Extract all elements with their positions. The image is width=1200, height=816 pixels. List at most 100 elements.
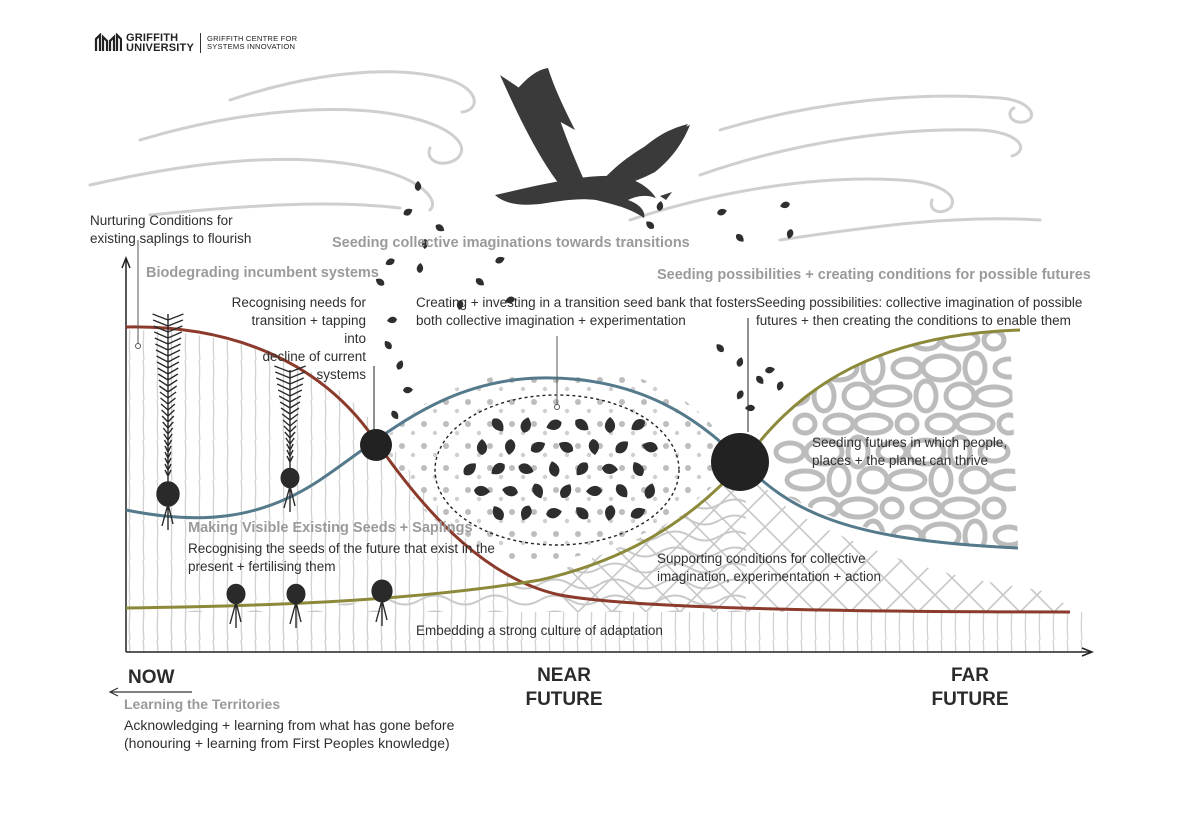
seed-icon (435, 224, 445, 232)
seed-icon (736, 390, 744, 400)
seed-icon (495, 256, 505, 264)
wind-swirl-icon (628, 177, 954, 222)
seed-icon (642, 442, 658, 453)
seeding-possibilities-label: Seeding possibilities: collective imagin… (756, 295, 1083, 328)
learning-territories-heading: Learning the Territories (124, 696, 281, 712)
seed-icon (520, 505, 532, 521)
seed-icon (756, 375, 764, 384)
seed-icon (502, 486, 518, 497)
now-label: NOW (128, 667, 175, 688)
seed-icon (530, 441, 546, 453)
eagle-icon (495, 68, 690, 218)
supporting-conditions-label: Supporting conditions for collective ima… (657, 551, 882, 584)
seed-icon (385, 258, 395, 266)
making-visible-heading: Making Visible Existing Seeds + Saplings (188, 520, 473, 536)
seed-icon (414, 181, 422, 191)
first-horizon-curve (125, 325, 1071, 614)
seed-icon (391, 410, 399, 420)
seed-icon (474, 485, 490, 497)
seed-icon (505, 439, 516, 455)
biodegrading-heading: Biodegrading incumbent systems (146, 265, 379, 281)
seed-icon (546, 419, 562, 430)
seed-icon (520, 417, 531, 433)
seed-icon (491, 462, 505, 475)
far-future-label: FAR FUTURE (931, 665, 1009, 710)
seed-icon (615, 484, 628, 498)
seed-icon (765, 366, 775, 374)
seed-icon (656, 201, 664, 211)
seed-icon (632, 462, 644, 477)
seed-icon (604, 417, 616, 433)
third-horizon-curve (125, 328, 1021, 610)
transition-node-small (360, 429, 392, 461)
seed-icon (615, 441, 628, 454)
transition-node-large (711, 433, 769, 491)
seed-icon (786, 229, 794, 239)
seed-icon (560, 484, 572, 498)
griffith-logo: GRIFFITH UNIVERSITY GRIFFITH CENTRE FOR … (94, 32, 297, 54)
seed-icon (630, 507, 646, 519)
seed-icon (416, 263, 424, 273)
seed-icon (735, 234, 744, 242)
seed-icon (456, 300, 464, 310)
seed-icon (588, 439, 599, 455)
seed-icon (491, 418, 504, 432)
seed-icon (745, 404, 755, 412)
sapling-icon (152, 313, 184, 530)
seed-icon (575, 418, 589, 431)
recognising-seeds-label: Recognising the seeds of the future that… (188, 541, 495, 574)
sapling-icon (371, 579, 393, 626)
seed-icon (576, 507, 589, 520)
seed-icon (780, 201, 790, 209)
seed-icon (375, 278, 385, 286)
seed-icon (463, 463, 476, 476)
seed-icon (776, 381, 784, 391)
seed-icon (549, 461, 560, 477)
seed-icon (492, 506, 504, 520)
seed-icon (717, 208, 727, 216)
sapling-icon (274, 365, 306, 512)
wind-swirl-icon (718, 94, 1034, 132)
wind-swirl-icon (88, 157, 434, 212)
seed-icon (646, 221, 655, 229)
seed-icon (736, 357, 744, 367)
second-horizon-curve (125, 376, 1019, 550)
recognising-needs-label: Recognising needs for transition + tappi… (231, 295, 366, 382)
seed-icon (476, 439, 488, 455)
seed-icon (475, 278, 484, 286)
seed-icon (421, 239, 429, 249)
university-name: GRIFFITH UNIVERSITY (126, 32, 195, 54)
seed-icon (505, 296, 515, 304)
seed-icon (384, 341, 392, 350)
wind-swirl-icon (698, 128, 1023, 177)
wind-swirl-icon (148, 202, 402, 217)
griffith-logo-icon (94, 33, 122, 51)
wind-swirl-icon (138, 108, 463, 165)
seed-icon (586, 485, 602, 497)
seed-bank-label: Creating + investing in a transition see… (416, 295, 757, 328)
near-future-label: NEAR FUTURE (525, 665, 603, 710)
seed-icon (396, 360, 404, 370)
seeding-collective-heading: Seeding collective imaginations towards … (332, 235, 690, 251)
acknowledging-label: Acknowledging + learning from what has g… (124, 717, 455, 751)
seed-icon (532, 483, 543, 499)
seed-icon (403, 386, 413, 394)
seed-icon (716, 344, 724, 353)
seed-icon (605, 505, 616, 521)
seed-icon (602, 463, 618, 474)
seed-icon (403, 208, 413, 216)
seed-icon (558, 441, 574, 453)
sapling-icon (226, 583, 246, 628)
seed-icon (546, 508, 562, 519)
seed-icon (631, 418, 645, 431)
wind-swirl-icon (228, 70, 476, 114)
wind-swirl-icon (778, 217, 1042, 242)
nurturing-conditions-label: Nurturing Conditions for existing saplin… (90, 213, 252, 246)
seed-icon (576, 462, 589, 476)
seed-icon (518, 463, 534, 474)
seeding-futures-label: Seeding futures in which people, places … (812, 435, 1008, 468)
seeding-possibilities-heading: Seeding possibilities + creating conditi… (657, 267, 1091, 283)
centre-name: GRIFFITH CENTRE FOR SYSTEMS INNOVATION (207, 33, 298, 51)
